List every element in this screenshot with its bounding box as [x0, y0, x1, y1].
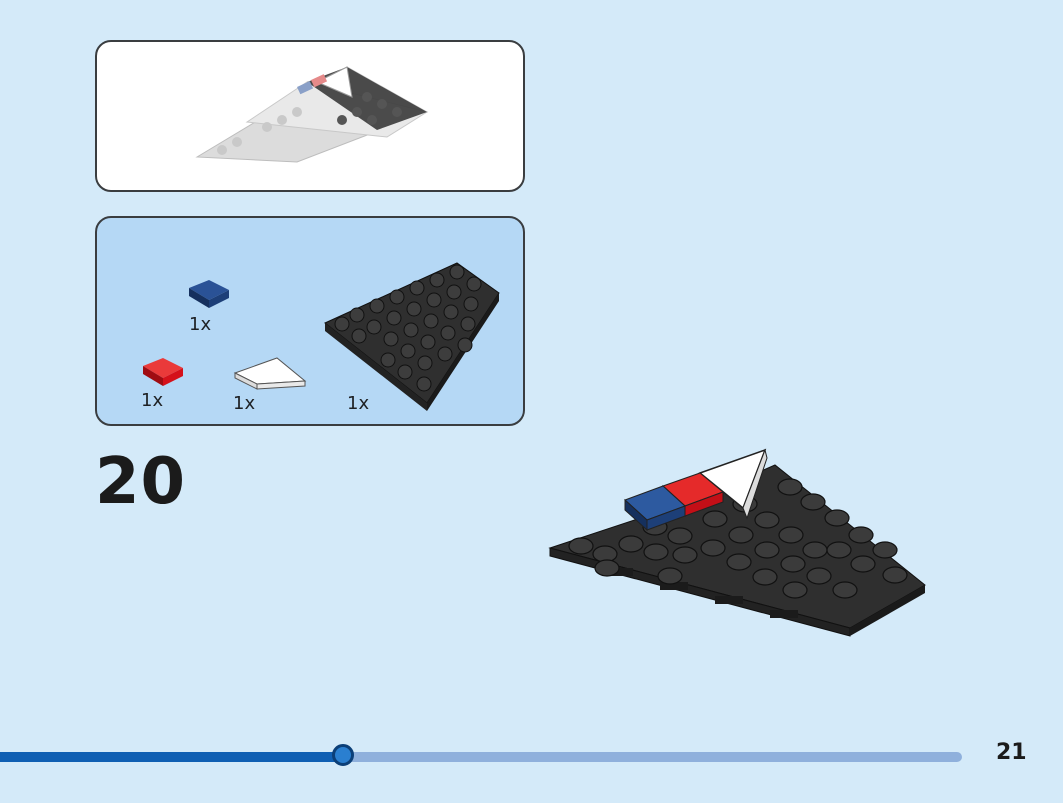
- parts-panel: 1x 1x 1x 1x: [95, 216, 525, 426]
- white-wedge-icon: [233, 357, 307, 390]
- black-plate-icon: [324, 262, 500, 411]
- blue-tile-qty: 1x: [189, 314, 212, 335]
- blue-tile-icon: [189, 280, 229, 308]
- red-tile-qty: 1x: [141, 390, 164, 411]
- page-number: 21: [996, 740, 1027, 765]
- progress-fill: [0, 752, 343, 762]
- progress-bar[interactable]: [0, 744, 962, 766]
- parts-illustration: [143, 262, 500, 411]
- step-number: 20: [95, 445, 187, 519]
- red-tile-icon: [143, 358, 183, 386]
- build-illustration: [548, 448, 926, 637]
- black-plate-qty: 1x: [347, 393, 370, 414]
- overview-illustration: [195, 66, 429, 163]
- white-wedge-qty: 1x: [233, 393, 256, 414]
- progress-knob[interactable]: [332, 744, 354, 766]
- overview-panel: [95, 40, 525, 192]
